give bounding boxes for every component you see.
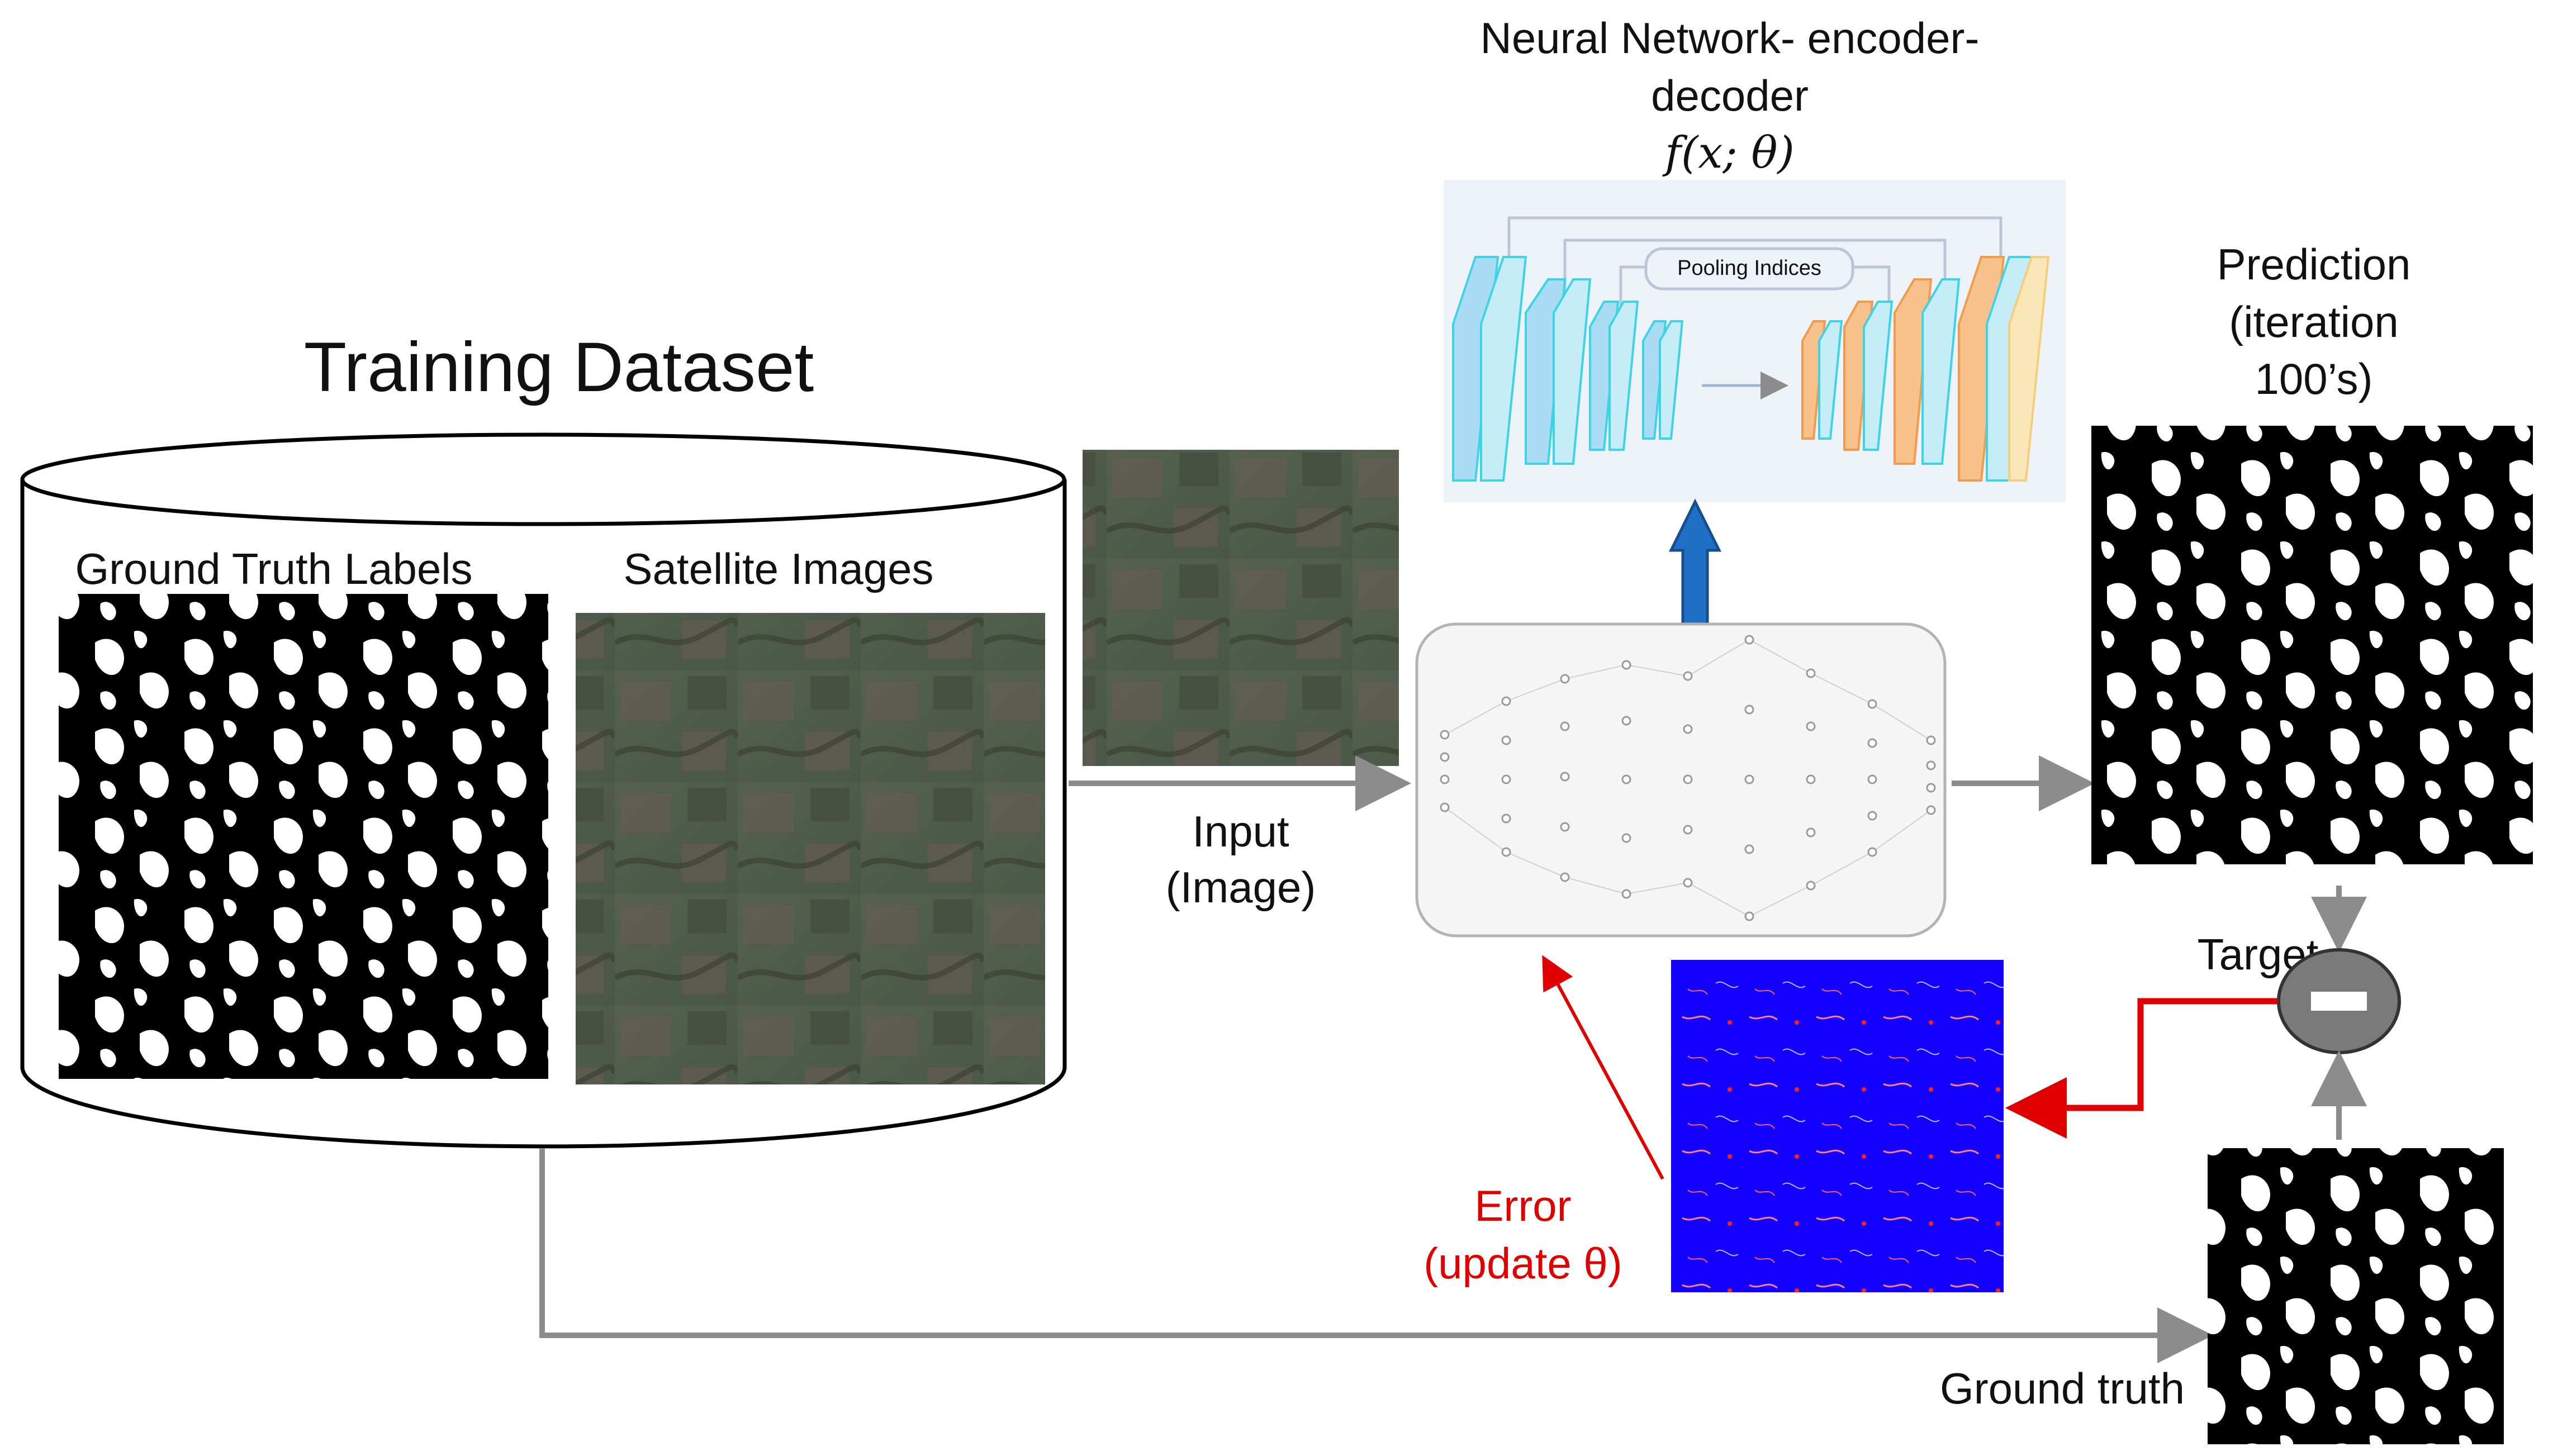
minus-to-error-arrow bbox=[2005, 998, 2277, 1139]
input-label-line2: (Image) bbox=[1166, 863, 1316, 912]
difference-node bbox=[2277, 948, 2401, 1054]
error-backprop-arrow bbox=[1542, 955, 1664, 1180]
satellite-images-caption: Satellite Images bbox=[624, 544, 934, 593]
decoder-blocks bbox=[1801, 256, 2050, 482]
encoder-blocks bbox=[1452, 256, 1684, 482]
prediction-label-line2: (iteration bbox=[2229, 297, 2398, 346]
pooling-indices-box bbox=[1644, 247, 1854, 291]
prediction-mask-image bbox=[2091, 426, 2533, 864]
prediction-label-line1: Prediction bbox=[2217, 240, 2411, 289]
pooling-indices-label: Pooling Indices bbox=[1677, 256, 1821, 280]
ground-truth-label: Ground truth bbox=[1940, 1364, 2185, 1413]
up-arrow-blue bbox=[1668, 498, 1722, 629]
encoder-decoder-architecture: Pooling Indices bbox=[1444, 180, 2066, 502]
ground-truth-target-image bbox=[2208, 1148, 2504, 1444]
nn-function-label: f(x; θ) bbox=[1662, 128, 1795, 178]
error-map-image bbox=[1671, 960, 2004, 1292]
input-satellite-image bbox=[1083, 450, 1399, 766]
input-label-line1: Input bbox=[1192, 807, 1289, 856]
prediction-label-line3: 100’s) bbox=[2255, 354, 2372, 403]
neural-network-box bbox=[1415, 622, 1947, 938]
ground-truth-mask-image bbox=[59, 594, 548, 1079]
error-label-line2: (update θ) bbox=[1423, 1239, 1622, 1288]
training-dataset-title: Training Dataset bbox=[304, 329, 814, 406]
satellite-image bbox=[576, 613, 1045, 1084]
error-label-line1: Error bbox=[1474, 1181, 1571, 1230]
nn-title-line1: Neural Network- encoder- bbox=[1480, 13, 1979, 63]
dataset-to-ground-truth-arrow bbox=[539, 1148, 2213, 1363]
ground-truth-labels-caption: Ground Truth Labels bbox=[75, 544, 472, 593]
nn-title-line2: decoder bbox=[1651, 71, 1809, 120]
